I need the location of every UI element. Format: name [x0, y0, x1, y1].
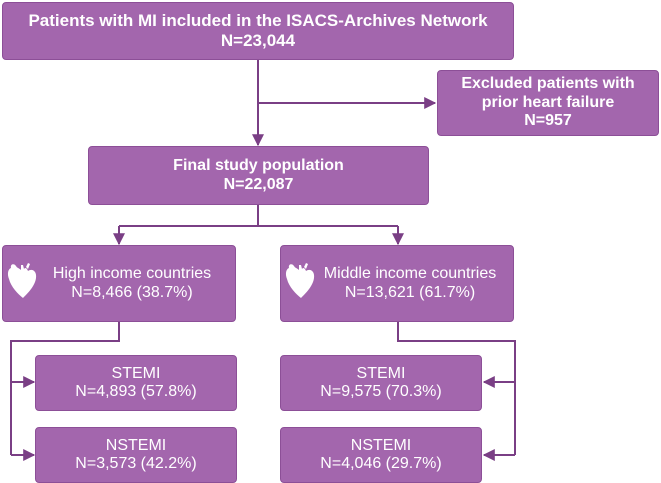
line-high-branch	[10, 322, 120, 455]
box-middle-income: Middle income countries N=13,621 (61.7%)	[280, 245, 514, 322]
high-income-count: N=8,466 (38.7%)	[71, 283, 193, 301]
total-title: Patients with MI included in the ISACS-A…	[28, 11, 488, 31]
high-nstemi-label: NSTEMI	[105, 436, 167, 454]
middle-income-count: N=13,621 (61.7%)	[344, 283, 476, 301]
excluded-line2: prior heart failure	[481, 93, 615, 111]
box-high-stemi: STEMI N=4,893 (57.8%)	[35, 355, 237, 411]
total-count: N=23,044	[220, 31, 296, 50]
box-excluded: Excluded patients with prior heart failu…	[437, 70, 659, 136]
middle-income-title: Middle income countries	[323, 265, 497, 283]
excluded-line1: Excluded patients with	[461, 75, 635, 93]
middle-stemi-label: STEMI	[356, 364, 406, 382]
box-high-nstemi: NSTEMI N=3,573 (42.2%)	[35, 427, 237, 483]
high-nstemi-count: N=3,573 (42.2%)	[75, 455, 197, 472]
middle-nstemi-label: NSTEMI	[350, 436, 412, 454]
final-count: N=22,087	[223, 175, 294, 193]
high-stemi-label: STEMI	[111, 364, 161, 382]
heart-icon	[285, 263, 315, 298]
excluded-count: N=957	[524, 112, 572, 130]
box-final-population: Final study population N=22,087	[88, 146, 429, 205]
final-title: Final study population	[173, 157, 344, 175]
heart-icon	[7, 263, 37, 298]
line-middle-branch	[397, 322, 516, 455]
box-total-patients: Patients with MI included in the ISACS-A…	[2, 2, 514, 60]
box-middle-nstemi: NSTEMI N=4,046 (29.7%)	[280, 427, 482, 483]
high-stemi-count: N=4,893 (57.8%)	[75, 383, 197, 400]
box-middle-stemi: STEMI N=9,575 (70.3%)	[280, 355, 482, 411]
middle-nstemi-count: N=4,046 (29.7%)	[320, 455, 442, 472]
high-income-title: High income countries	[52, 265, 212, 283]
box-high-income: High income countries N=8,466 (38.7%)	[2, 245, 236, 322]
middle-stemi-count: N=9,575 (70.3%)	[320, 383, 442, 400]
